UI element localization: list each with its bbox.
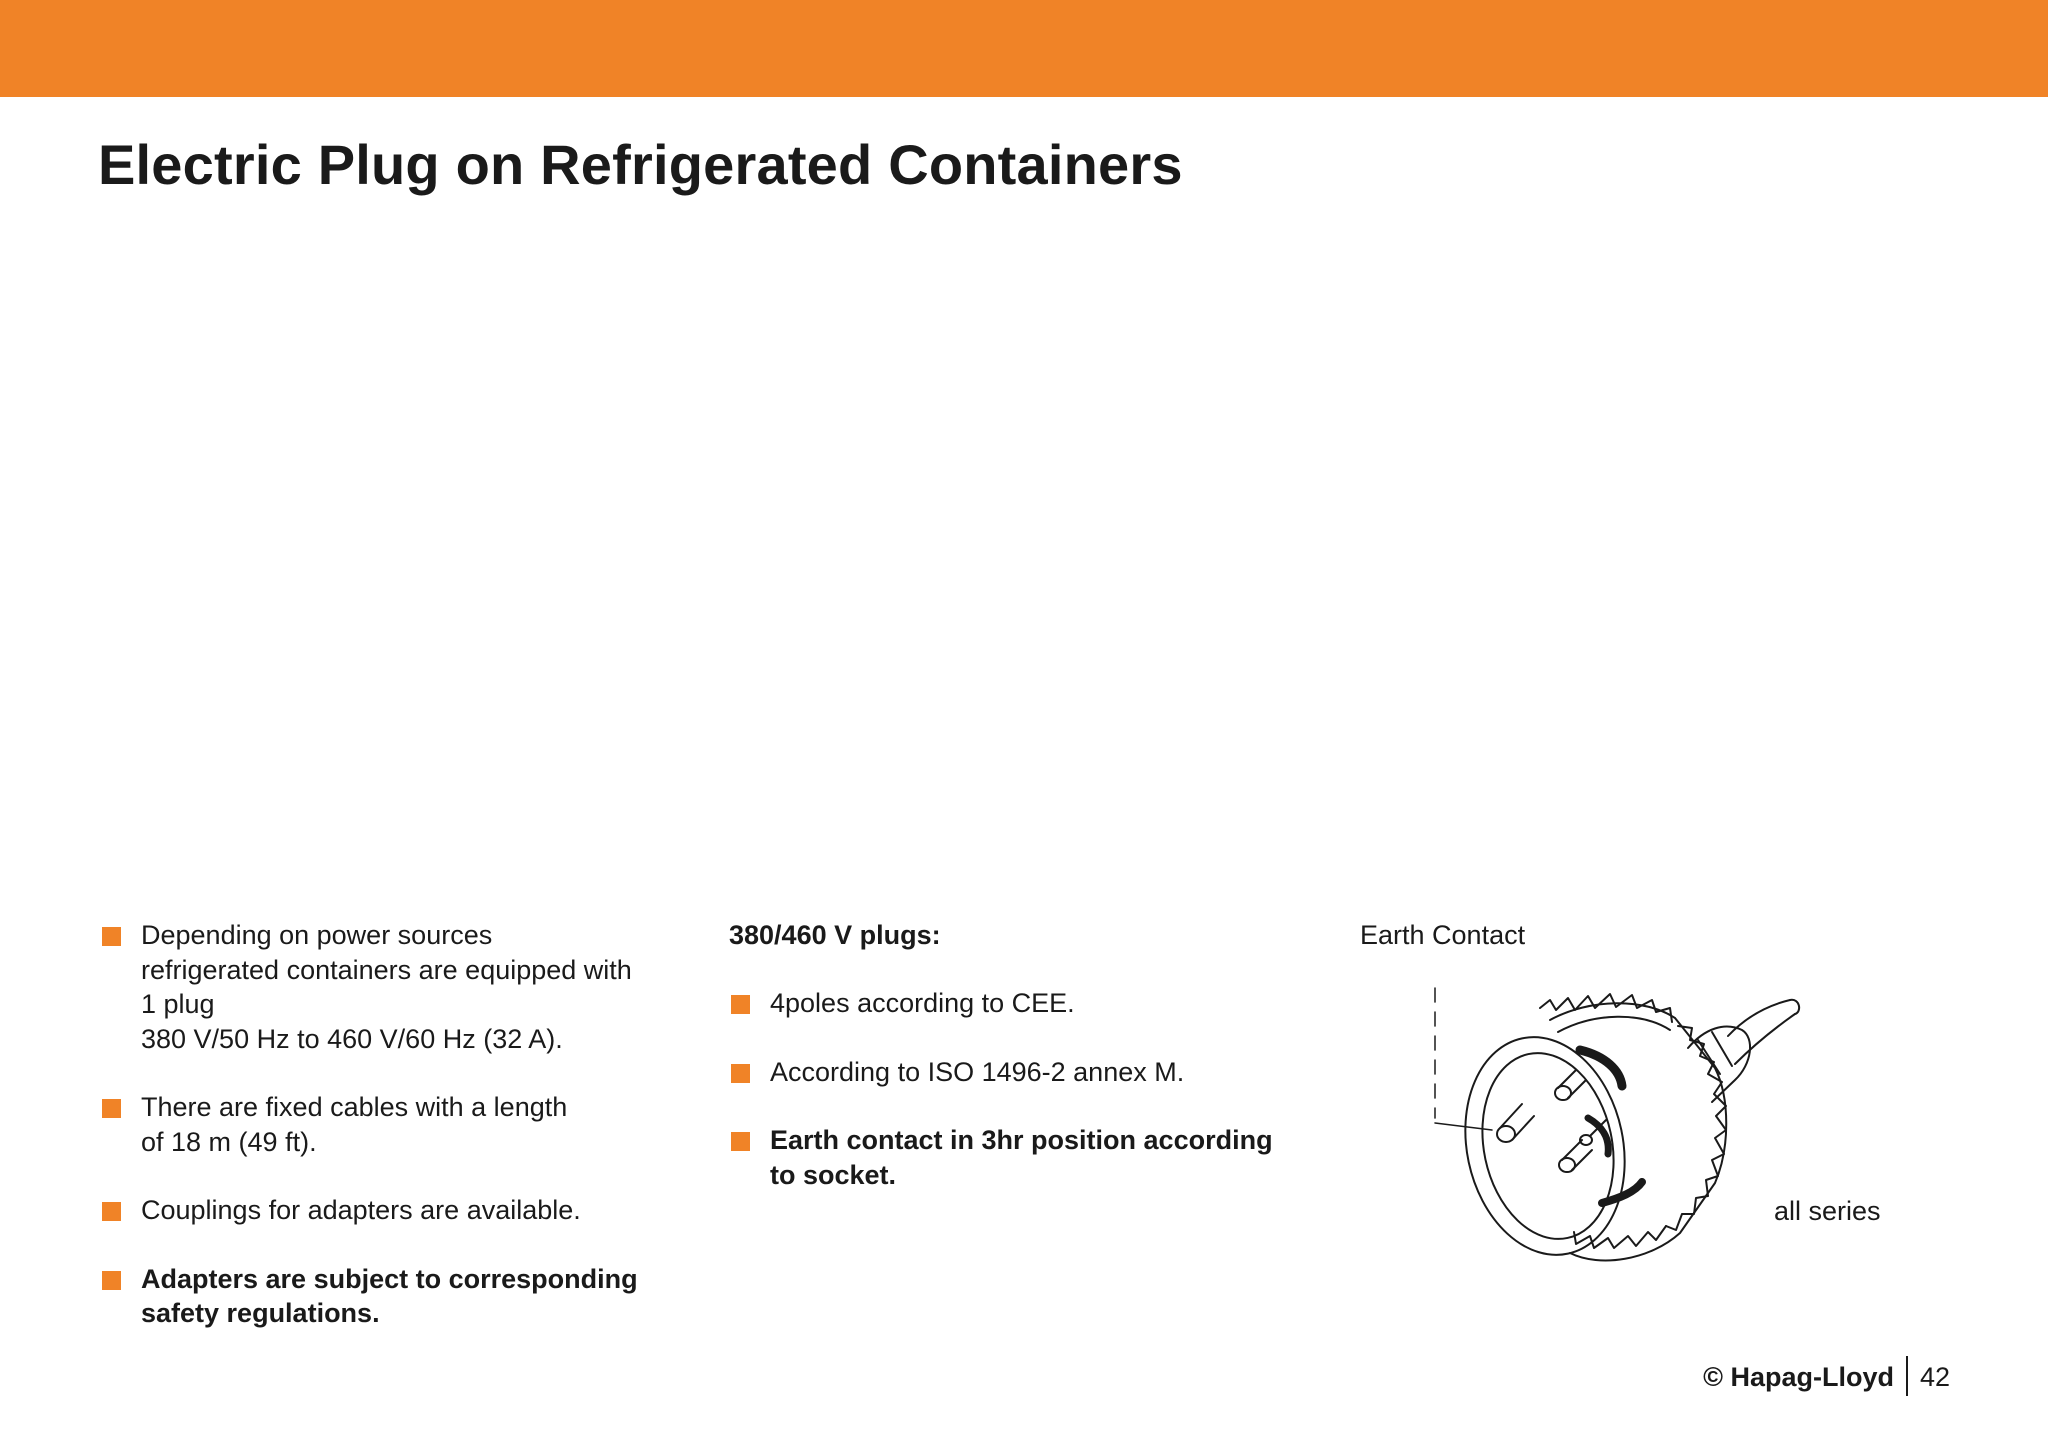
bullet-square-icon bbox=[731, 1063, 750, 1083]
left-bullet-list: Depending on power sources refrigerated … bbox=[100, 918, 680, 1331]
bullet-line: According to ISO 1496-2 annex M. bbox=[770, 1056, 1185, 1087]
bullet-item: According to ISO 1496-2 annex M. bbox=[729, 1055, 1329, 1090]
bullet-line: refrigerated containers are equipped wit… bbox=[141, 954, 632, 985]
bullet-line: to socket. bbox=[770, 1159, 897, 1190]
bullet-square-icon bbox=[102, 927, 121, 946]
bullet-square-icon bbox=[102, 1270, 121, 1290]
bullet-item-bold: Adapters are subject to corresponding sa… bbox=[100, 1262, 680, 1331]
electric-plug-illustration bbox=[1434, 987, 1801, 1262]
plug-figure: Earth Contact bbox=[1360, 918, 2000, 1298]
page-number: 42 bbox=[1920, 1362, 1951, 1392]
bullet-square-icon bbox=[102, 1202, 121, 1221]
plugs-heading: 380/460 V plugs: bbox=[729, 920, 941, 950]
bullet-line: Depending on power sources bbox=[141, 920, 493, 950]
middle-column: 380/460 V plugs: 4poles according to CEE… bbox=[729, 918, 1329, 1226]
bullet-item: Depending on power sources refrigerated … bbox=[100, 918, 680, 1056]
middle-bullet-list: 4poles according to CEE. According to IS… bbox=[729, 986, 1329, 1192]
bullet-line: 4poles according to CEE. bbox=[770, 988, 1075, 1018]
bullet-square-icon bbox=[731, 1132, 750, 1151]
bullet-item: 4poles according to CEE. bbox=[729, 986, 1329, 1021]
earth-contact-label: Earth Contact bbox=[1360, 920, 1526, 950]
bullet-item: Couplings for adapters are available. bbox=[100, 1193, 680, 1228]
bullet-line: safety regulations. bbox=[141, 1298, 380, 1328]
footer-brand: © Hapag-Lloyd bbox=[1703, 1362, 1894, 1392]
bullet-line: 380 V/50 Hz to 460 V/60 Hz (32 A). bbox=[141, 1023, 563, 1054]
bullet-line: Adapters are subject to corresponding bbox=[141, 1263, 638, 1294]
bullet-square-icon bbox=[731, 995, 750, 1014]
bullet-item-bold: Earth contact in 3hr position according … bbox=[729, 1123, 1329, 1192]
bullet-line: 1 plug bbox=[141, 989, 215, 1019]
page-title: Electric Plug on Refrigerated Containers bbox=[98, 133, 1183, 196]
left-column: Depending on power sources refrigerated … bbox=[100, 918, 680, 1365]
bullet-square-icon bbox=[102, 1099, 121, 1118]
bullet-item: There are fixed cables with a length of … bbox=[100, 1090, 680, 1159]
bullet-line: There are fixed cables with a length bbox=[141, 1092, 568, 1122]
all-series-label: all series bbox=[1774, 1196, 1881, 1226]
bullet-line: of 18 m (49 ft). bbox=[141, 1126, 317, 1157]
bullet-line: Earth contact in 3hr position according bbox=[770, 1125, 1273, 1155]
bullet-line: Couplings for adapters are available. bbox=[141, 1195, 581, 1225]
header-bar bbox=[0, 0, 2048, 97]
footer-divider bbox=[1906, 1356, 1908, 1396]
